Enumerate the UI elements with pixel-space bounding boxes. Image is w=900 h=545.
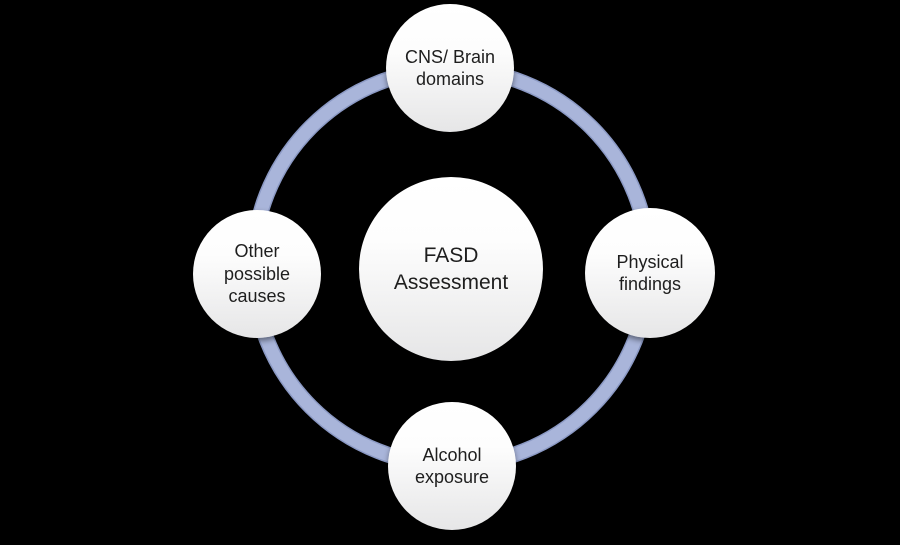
node-other-possible-causes-label: Other possible causes [223, 241, 291, 307]
node-other-possible-causes: Other possible causes [193, 210, 321, 338]
node-alcohol-exposure-label: Alcohol exposure [414, 444, 490, 488]
node-fasd-assessment: FASD Assessment [359, 177, 543, 361]
node-alcohol-exposure: Alcohol exposure [388, 402, 516, 530]
node-physical-findings-label: Physical findings [616, 251, 684, 295]
node-fasd-assessment-label: FASD Assessment [393, 243, 509, 294]
node-cns-brain-domains: CNS/ Brain domains [386, 4, 514, 132]
node-physical-findings: Physical findings [585, 208, 715, 338]
node-cns-brain-domains-label: CNS/ Brain domains [404, 46, 496, 90]
